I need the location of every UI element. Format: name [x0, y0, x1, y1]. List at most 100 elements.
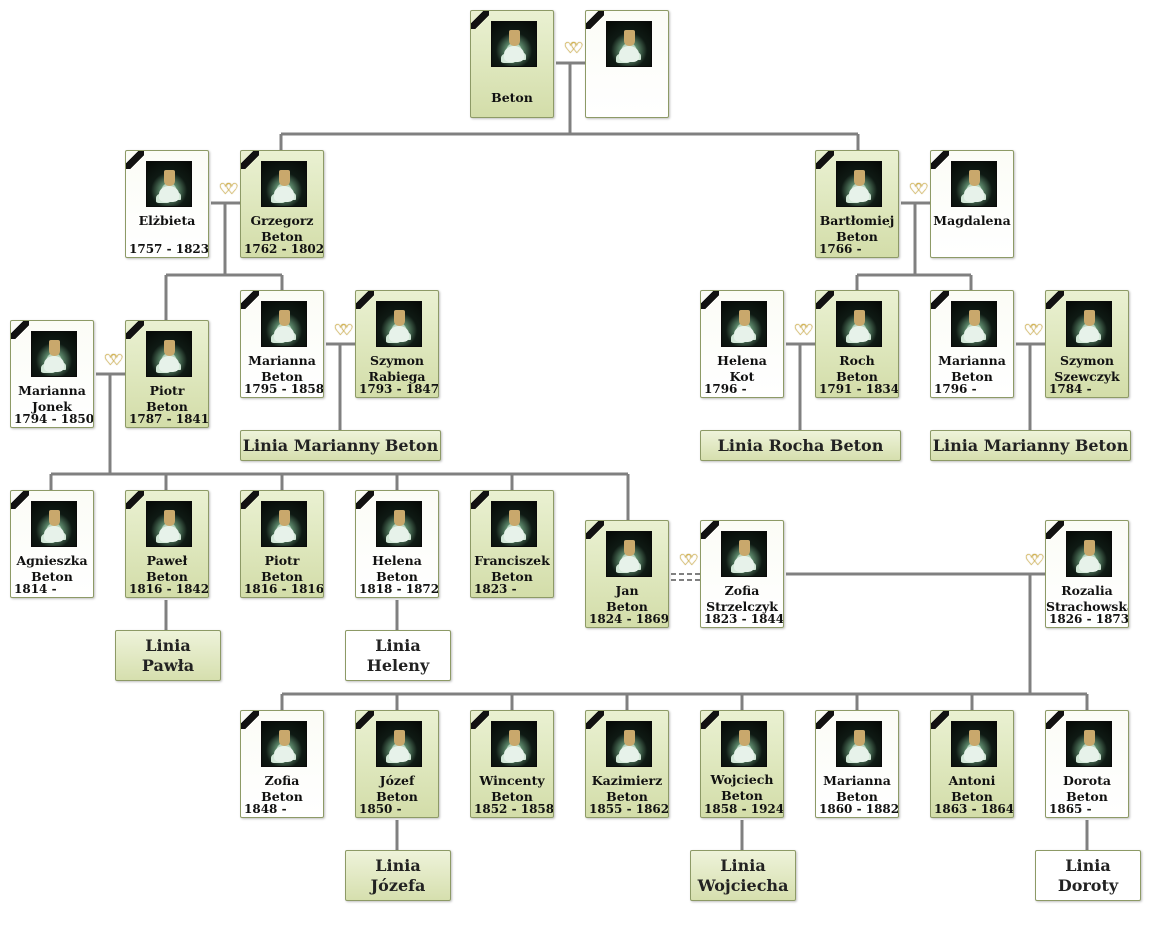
person-card[interactable]: Paweł Beton 1816 - 1842 [125, 490, 209, 598]
person-name: Zofia Beton [261, 773, 303, 804]
line-link-marianny[interactable]: Linia Marianny Beton [240, 430, 441, 461]
person-name: Marianna Beton [248, 353, 316, 384]
portrait-placeholder-icon [1066, 721, 1112, 767]
person-card[interactable]: Jan Beton 1824 - 1869 [585, 520, 669, 628]
mourning-ribbon-icon [586, 11, 604, 29]
line-link-doroty[interactable]: Linia Doroty [1035, 850, 1141, 901]
person-card[interactable]: Wojciech Beton 1858 - 1924 [700, 710, 784, 818]
person-dates: 1757 - 1823 [129, 242, 209, 256]
person-card[interactable]: Helena Beton 1818 - 1872 [355, 490, 439, 598]
person-name: Szymon Rabiega [368, 353, 426, 384]
person-name: Wojciech Beton [710, 772, 774, 803]
mourning-ribbon-icon [241, 151, 259, 169]
person-dates: 1823 - [474, 582, 517, 596]
person-dates: 1791 - 1834 [819, 382, 899, 396]
person-card[interactable]: Marianna Beton 1795 - 1858 [240, 290, 324, 398]
mourning-ribbon-icon [241, 711, 259, 729]
portrait-placeholder-icon [376, 301, 422, 347]
person-dates: 1816 - 1816 [244, 582, 324, 596]
person-card[interactable]: Grzegorz Beton 1762 - 1802 [240, 150, 324, 258]
person-card[interactable] [585, 10, 669, 118]
wedding-rings-icon: ♡♡ [1024, 551, 1045, 569]
portrait-placeholder-icon [146, 331, 192, 377]
mourning-ribbon-icon [816, 711, 834, 729]
person-card[interactable]: Piotr Beton 1787 - 1841 [125, 320, 209, 428]
person-dates: 1824 - 1869 [589, 612, 669, 626]
person-dates: 1823 - 1844 [704, 612, 784, 626]
person-name: Marianna Beton [938, 353, 1006, 384]
person-dates: 1796 - [934, 382, 977, 396]
person-dates: 1766 - [819, 242, 862, 256]
portrait-placeholder-icon [261, 721, 307, 767]
line-link-marianny[interactable]: Linia Marianny Beton [930, 430, 1131, 461]
person-card[interactable]: Dorota Beton 1865 - [1045, 710, 1129, 818]
person-name: Roch Beton [836, 353, 878, 384]
person-card[interactable]: Magdalena [930, 150, 1014, 258]
person-dates: 1795 - 1858 [244, 382, 324, 396]
line-link-pawla[interactable]: Linia Pawła [115, 630, 221, 681]
person-card[interactable]: Agnieszka Beton 1814 - [10, 490, 94, 598]
person-name: Antoni Beton [948, 773, 996, 804]
person-card[interactable]: Rozalia Strachowska 1826 - 1873 [1045, 520, 1129, 628]
person-card[interactable]: Franciszek Beton 1823 - [470, 490, 554, 598]
person-name: Jan Beton [606, 583, 648, 614]
person-name: Franciszek Beton [474, 553, 550, 584]
portrait-placeholder-icon [951, 301, 997, 347]
person-dates: 1858 - 1924 [704, 802, 784, 816]
mourning-ribbon-icon [471, 11, 489, 29]
line-link-jozefa[interactable]: Linia Józefa [345, 850, 451, 901]
mourning-ribbon-icon [241, 291, 259, 309]
person-name: Helena Kot [717, 353, 767, 384]
person-card[interactable]: Roch Beton 1791 - 1834 [815, 290, 899, 398]
line-link-wojciecha[interactable]: Linia Wojciecha [690, 850, 796, 901]
portrait-placeholder-icon [721, 531, 767, 577]
portrait-placeholder-icon [606, 721, 652, 767]
person-card[interactable]: Szymon Rabiega 1793 - 1847 [355, 290, 439, 398]
person-dates: 1814 - [14, 582, 57, 596]
wedding-rings-icon: ♡♡ [103, 351, 124, 369]
person-name: Józef Beton [376, 773, 418, 804]
portrait-placeholder-icon [836, 721, 882, 767]
person-name: Elżbieta [138, 213, 196, 228]
wedding-rings-icon: ♡♡ [1023, 321, 1044, 339]
mourning-ribbon-icon [1046, 521, 1064, 539]
person-name: Grzegorz Beton [250, 213, 314, 244]
person-dates: 1794 - 1850 [14, 412, 94, 426]
person-card[interactable]: Józef Beton 1850 - [355, 710, 439, 818]
person-card[interactable]: Piotr Beton 1816 - 1816 [240, 490, 324, 598]
mourning-ribbon-icon [126, 491, 144, 509]
person-name: Szymon Szewczyk [1054, 353, 1120, 384]
line-link-rocha[interactable]: Linia Rocha Beton [700, 430, 901, 461]
person-name: Magdalena [933, 213, 1011, 228]
mourning-ribbon-icon [931, 291, 949, 309]
person-card[interactable]: Helena Kot 1796 - [700, 290, 784, 398]
portrait-placeholder-icon [31, 501, 77, 547]
portrait-placeholder-icon [1066, 301, 1112, 347]
mourning-ribbon-icon [931, 711, 949, 729]
person-card[interactable]: Marianna Beton 1860 - 1882 [815, 710, 899, 818]
mourning-ribbon-icon [11, 321, 29, 339]
person-card[interactable]: Antoni Beton 1863 - 1864 [930, 710, 1014, 818]
person-dates: 1855 - 1862 [589, 802, 669, 816]
person-card[interactable]: Szymon Szewczyk 1784 - [1045, 290, 1129, 398]
line-link-heleny[interactable]: Linia Heleny [345, 630, 451, 681]
person-card[interactable]: Marianna Beton 1796 - [930, 290, 1014, 398]
portrait-placeholder-icon [376, 501, 422, 547]
person-card[interactable]: Zofia Beton 1848 - [240, 710, 324, 818]
person-card[interactable]: Zofia Strzelczyk 1823 - 1844 [700, 520, 784, 628]
person-name: Zofia Strzelczyk [706, 583, 778, 614]
person-card[interactable]: Bartłomiej Beton 1766 - [815, 150, 899, 258]
person-card[interactable]: Kazimierz Beton 1855 - 1862 [585, 710, 669, 818]
portrait-placeholder-icon [491, 501, 537, 547]
person-card[interactable]: Marianna Jonek 1794 - 1850 [10, 320, 94, 428]
person-card[interactable]: Elżbieta 1757 - 1823 [125, 150, 209, 258]
person-name: Rozalia Strachowska [1046, 583, 1129, 614]
person-card[interactable]: Wincenty Beton 1852 - 1858 [470, 710, 554, 818]
portrait-placeholder-icon [721, 301, 767, 347]
person-dates: 1787 - 1841 [129, 412, 209, 426]
portrait-placeholder-icon [146, 161, 192, 207]
wedding-rings-icon: ♡♡ [908, 180, 929, 198]
person-card[interactable]: Beton [470, 10, 554, 118]
mourning-ribbon-icon [701, 521, 719, 539]
